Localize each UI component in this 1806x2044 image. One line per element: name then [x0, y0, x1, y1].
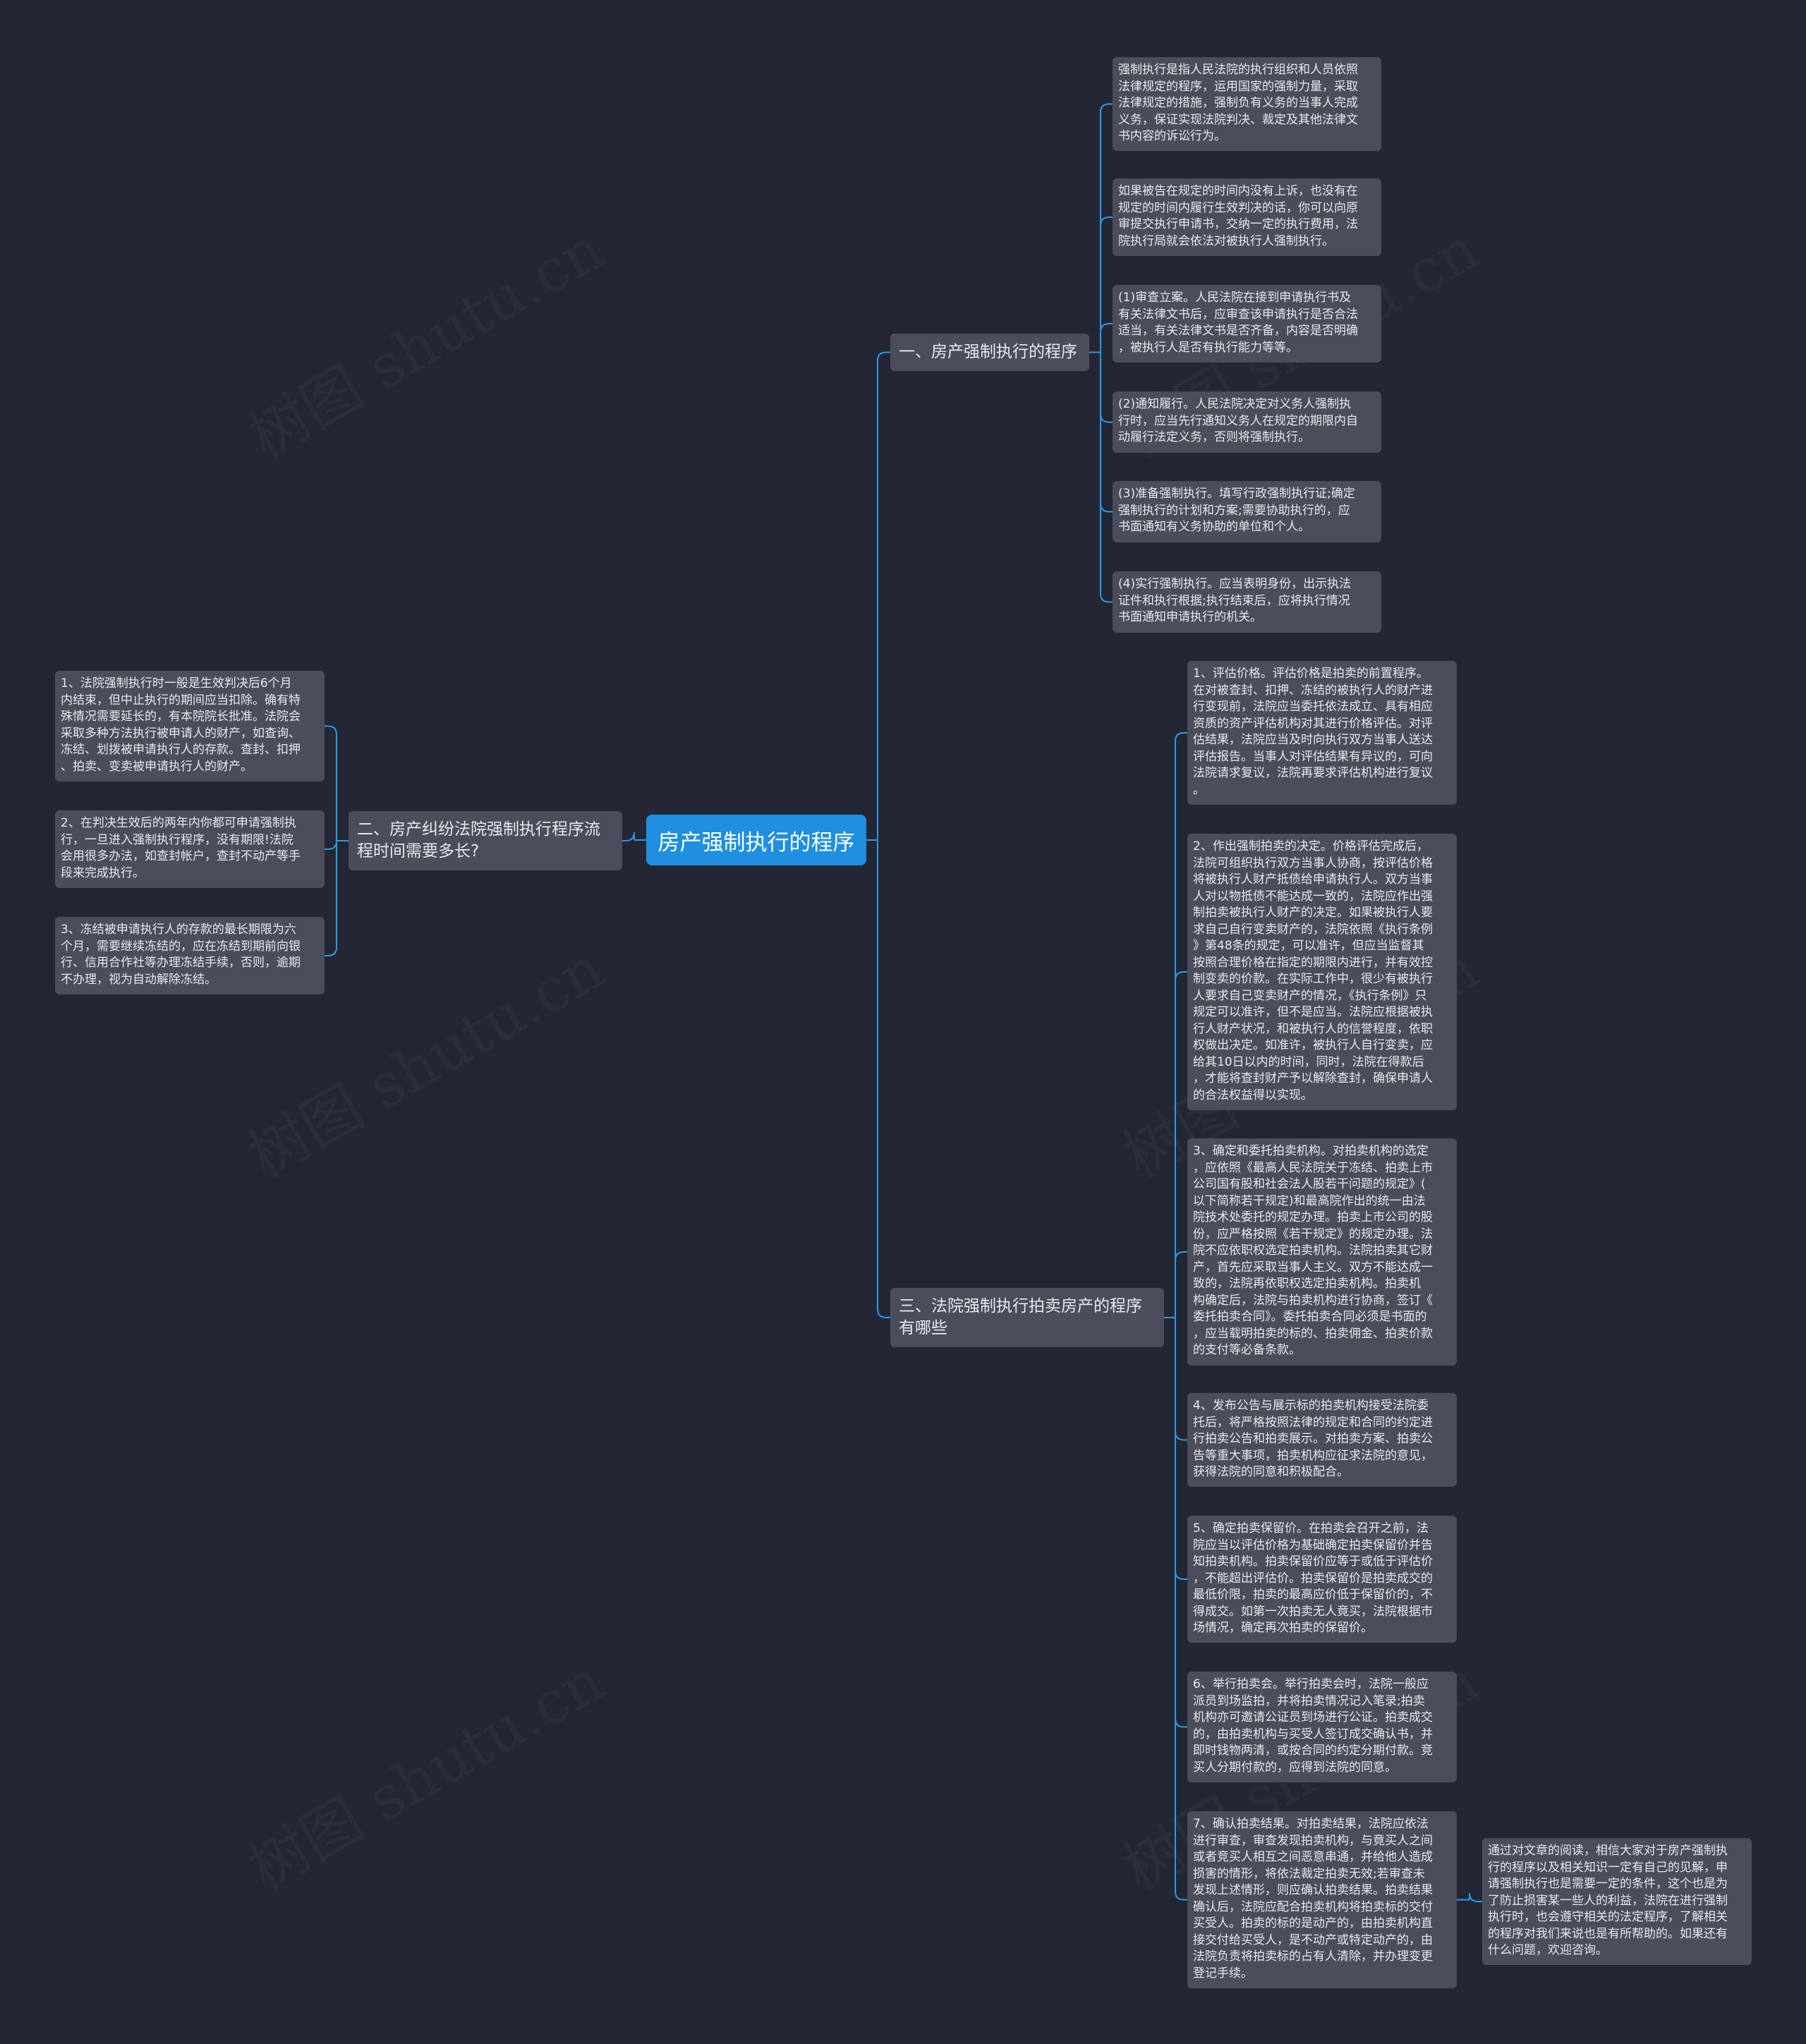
- connector-line: [1469, 1892, 1482, 1902]
- leaf-node[interactable]: (2)通知履行。人民法院决定对义务人强制执 行时，应当先行通知义务人在规定的期限…: [1113, 391, 1381, 453]
- connector-line: [1175, 1318, 1187, 1901]
- connector-line: [1175, 1251, 1187, 1318]
- connector-line: [325, 725, 337, 841]
- connector-line: [1100, 352, 1113, 423]
- connector-line: [1175, 971, 1187, 1318]
- leaf-node[interactable]: 3、确定和委托拍卖机构。对拍卖机构的选定 ，应依照《最高人民法院关于冻结、拍卖上…: [1187, 1138, 1457, 1365]
- leaf-node[interactable]: 6、举行拍卖会。举行拍卖会时，法院一般应 派员到场监拍，并将拍卖情况记入笔录;拍…: [1187, 1672, 1457, 1782]
- connector-line: [1175, 732, 1187, 1318]
- connector-line: [1175, 1318, 1187, 1441]
- leaf-node[interactable]: 1、评估价格。评估价格是拍卖的前置程序。 在对被查封、扣押、冻结的被执行人的财产…: [1187, 661, 1457, 805]
- leaf-node[interactable]: 强制执行是指人民法院的执行组织和人员依照 法律规定的程序，运用国家的强制力量，采…: [1113, 57, 1381, 151]
- connector-line: [622, 832, 635, 841]
- leaf-node[interactable]: (1)审查立案。人民法院在接到申请执行书及 有关法律文书后，应审查该申请执行是否…: [1113, 285, 1381, 363]
- leaf-node[interactable]: 3、冻结被申请执行人的存款的最长期限为六 个月，需要继续冻结的，应在冻结到期前向…: [55, 917, 325, 994]
- connector-line: [877, 840, 890, 1318]
- leaf-node[interactable]: 2、作出强制拍卖的决定。价格评估完成后， 法院可组织执行双方当事人协商，按评估价…: [1187, 834, 1457, 1110]
- leaf-node[interactable]: 7、确认拍卖结果。对拍卖结果，法院应依法 进行审查，审查发现拍卖机构，与竟买人之…: [1187, 1811, 1457, 1988]
- leaf-node[interactable]: (3)准备强制执行。填写行政强制执行证;确定 强制执行的计划和方案;需要协助执行…: [1113, 481, 1381, 542]
- connector-line: [1175, 1318, 1187, 1580]
- connector-line: [1100, 323, 1113, 353]
- connector-line: [325, 841, 337, 956]
- connector-line: [877, 351, 890, 840]
- root-node[interactable]: 房产强制执行的程序: [646, 815, 866, 865]
- leaf-node[interactable]: (4)实行强制执行。应当表明身份，出示执法 证件和执行根据;执行结束后，应将执行…: [1113, 571, 1381, 633]
- leaf-node[interactable]: 如果被告在规定的时间内没有上诉，也没有在 规定的时间内履行生效判决的话，你可以向…: [1113, 178, 1381, 256]
- summary-node[interactable]: 通过对文章的阅读，相信大家对于房产强制执 行的程序以及相关知识一定有自己的见解，…: [1482, 1838, 1752, 1965]
- leaf-node[interactable]: 2、在判决生效后的两年内你都可申请强制执 行，一旦进入强制执行程序，没有期限!法…: [55, 810, 325, 888]
- branch-node-3[interactable]: 三、法院强制执行拍卖房产的程序 有哪些: [890, 1288, 1164, 1347]
- branch-node-2[interactable]: 二、房产纠纷法院强制执行程序流 程时间需要多长?: [349, 811, 622, 870]
- connector-line: [1100, 103, 1113, 353]
- leaf-node[interactable]: 4、发布公告与展示标的拍卖机构接受法院委 托后，将严格按照法律的规定和合同的约定…: [1187, 1393, 1457, 1487]
- leaf-node[interactable]: 5、确定拍卖保留价。在拍卖会召开之前，法 院应当以评估价格为基础确定拍卖保留价并…: [1187, 1516, 1457, 1643]
- connector-line: [1100, 352, 1113, 513]
- connector-line: [1100, 352, 1113, 603]
- connector-line: [325, 840, 337, 850]
- connector-line: [1100, 217, 1113, 353]
- leaf-node[interactable]: 1、法院强制执行时一般是生效判决后6个月 内结束，但中止执行的期间应当扣除。确有…: [55, 671, 325, 781]
- branch-node-1[interactable]: 一、房产强制执行的程序: [890, 334, 1089, 371]
- connector-line: [1175, 1318, 1187, 1728]
